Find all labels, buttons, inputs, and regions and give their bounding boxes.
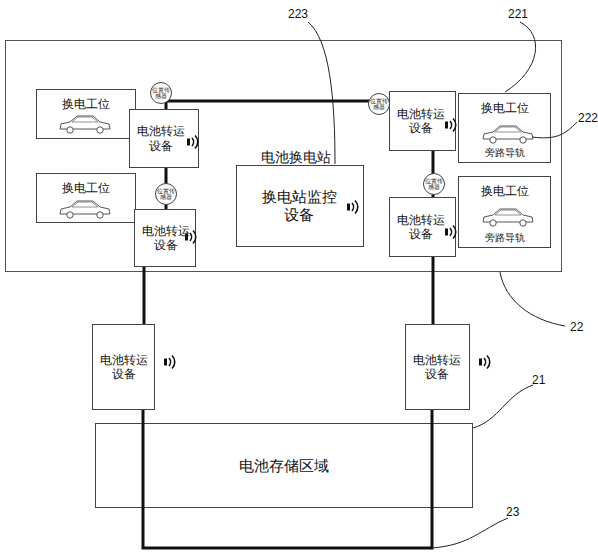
wireless-symbol: [347, 201, 358, 214]
leader-line: [532, 122, 577, 138]
wireless-symbol: [445, 226, 456, 239]
rail-track: [143, 267, 146, 324]
rail-track: [432, 151, 435, 197]
car-illustration: [60, 201, 110, 218]
transfer-device: 电池转运设备: [129, 109, 199, 168]
rail-track: [432, 257, 435, 324]
wireless-symbol: [185, 231, 196, 244]
transfer-device: 电池转运设备: [405, 324, 470, 410]
rail-track: [143, 410, 432, 548]
wireless-symbol: [479, 356, 490, 369]
node-text: 电池存储区域: [239, 457, 329, 475]
station-boundary: 电池换电站换电工位位置传感器位置传感器电池转运设备换电工位旁路导轨电池转运设备换…: [5, 40, 562, 272]
transfer-device: 电池转运设备: [389, 197, 456, 257]
swap-bay: 换电工位旁路导轨: [458, 93, 551, 163]
callout-number: 223: [288, 7, 308, 21]
node-text: 电池换电站: [241, 149, 351, 166]
node-text: 电池转运设备: [141, 224, 191, 253]
leader-line: [505, 22, 536, 92]
position-sensor: 位置传感器: [155, 183, 177, 205]
node-text: 旁路导轨: [485, 232, 525, 244]
node-text: 电池转运设备: [396, 107, 446, 136]
wireless-symbol: [187, 136, 198, 149]
rail-track: [166, 101, 389, 109]
node-text: 电池转运设备: [412, 353, 462, 382]
car-illustration: [483, 126, 533, 143]
swap-bay: 换电工位: [36, 173, 136, 223]
transfer-device: 电池转运设备: [389, 91, 456, 151]
wireless-symbol: [164, 356, 175, 369]
leader-line: [308, 22, 335, 164]
storage-area: 电池存储区域: [95, 423, 473, 508]
leader-line: [473, 385, 533, 428]
node-text: 电池转运设备: [396, 213, 446, 242]
callout-number: 21: [532, 373, 545, 387]
node-text: 换电工位: [481, 101, 529, 115]
callout-number: 22: [570, 320, 583, 334]
node-text: 位置传感器: [425, 178, 444, 190]
position-sensor: 位置传感器: [150, 82, 172, 104]
node-text: 位置传感器: [157, 188, 176, 200]
node-text: 电池转运设备: [99, 353, 149, 382]
transfer-device: 电池转运设备: [134, 209, 196, 267]
leader-line: [432, 518, 508, 548]
node-text: 换电工位: [62, 97, 110, 111]
rail-track: [165, 168, 168, 209]
leader-line: [500, 272, 565, 326]
node-text: 换电工位: [481, 184, 529, 198]
node-text: 位置传感器: [370, 98, 389, 110]
position-sensor: 位置传感器: [423, 173, 445, 195]
transfer-device: 电池转运设备: [92, 324, 155, 410]
swap-bay: 换电工位: [36, 89, 136, 139]
car-illustration: [60, 116, 110, 133]
swap-bay: 换电工位旁路导轨: [458, 176, 551, 248]
position-sensor: 位置传感器: [368, 93, 390, 115]
callout-number: 221: [508, 7, 528, 21]
node-text: 电池转运设备: [136, 124, 186, 153]
wireless-symbol: [445, 119, 456, 132]
callout-number: 222: [578, 111, 598, 125]
node-text: 换电工位: [62, 181, 110, 195]
monitor-device: 换电站监控设备: [236, 165, 364, 247]
node-text: 换电站监控设备: [259, 188, 339, 224]
node-text: 位置传感器: [152, 87, 171, 99]
node-text: 旁路导轨: [485, 147, 525, 159]
callout-number: 23: [506, 505, 519, 519]
car-illustration: [483, 209, 533, 226]
